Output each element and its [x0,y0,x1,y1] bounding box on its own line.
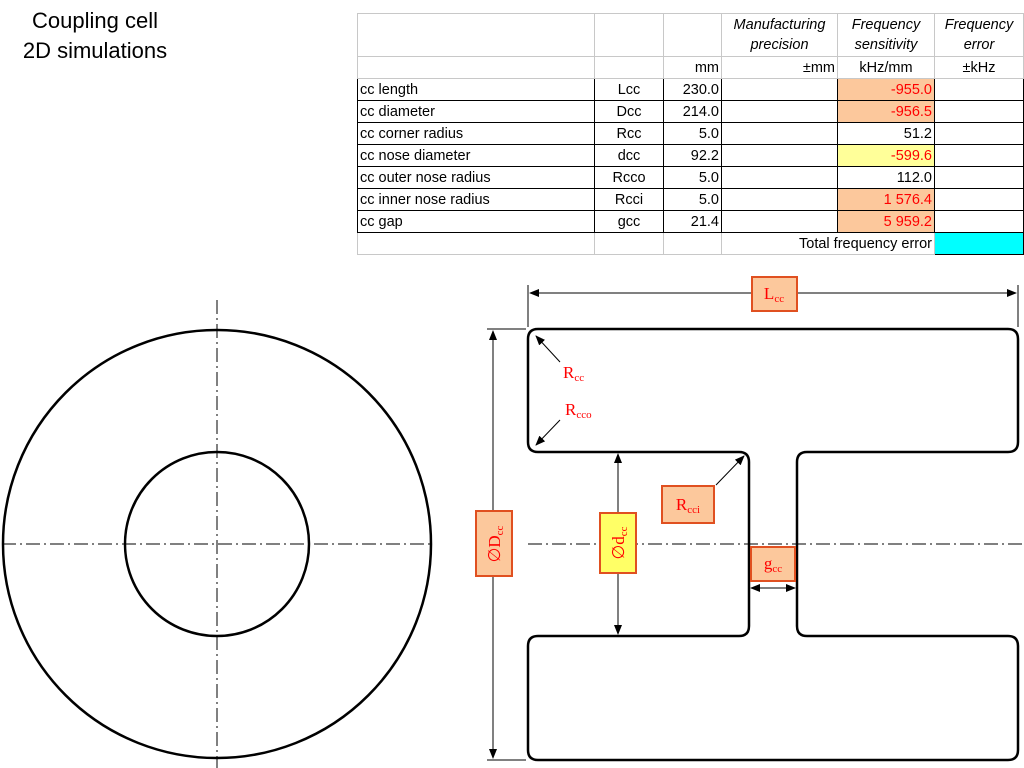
header-sensitivity-line-2: sensitivity [854,37,918,53]
dcc-nose-label: ∅dcc [599,512,637,574]
gcc-label: gcc [750,546,796,582]
row-name: cc length [357,78,595,101]
rcco-leader [535,419,561,446]
gcc-label-text: gcc [764,554,782,575]
unit-value: mm [663,56,722,79]
table-units-row: mm ±mm kHz/mm ±kHz [357,56,1024,79]
header-precision-line-1: Manufacturing [733,17,826,33]
page-title: Coupling cell 2D simulations [0,6,190,66]
header-sensitivity: Frequency sensitivity [837,13,935,57]
header-error-line-1: Frequency [944,17,1014,33]
dcc-outer-label-box [475,510,513,577]
rcci-label: Rcci [661,485,715,524]
total-frequency-error-label: Total frequency error [721,232,935,255]
rcci-label-text: Rcci [676,495,700,516]
title-line-1: Coupling cell [32,8,158,33]
row-sensitivity: 1 576.4 [837,188,935,211]
left-cell-outline [526,327,1020,762]
lcc-label: Lcc [751,276,798,312]
dcc-outer-label-text: ∅Dcc [485,525,506,562]
header-precision-line-2: precision [750,37,809,53]
lcc-label-box [751,276,798,312]
dcc-outer-label: ∅Dcc [475,510,513,577]
unit-sensitivity: kHz/mm [837,56,935,79]
header-empty-name [357,13,595,57]
rcco-label: Rcco [565,400,592,421]
rcci-label-box [661,485,715,524]
title-line-2: 2D simulations [22,38,168,63]
sensitivity-table: Manufacturing precision Frequency sensit… [357,13,1024,255]
header-error: Frequency error [934,13,1024,57]
end-view [1,300,434,768]
dimension-lines [487,285,1019,761]
table-total-row: Total frequency error [357,232,1024,255]
rcci-leader [715,455,745,486]
dcc-nose-label-text: ∅dcc [609,526,630,559]
rcc-label: Rcc [563,363,584,384]
header-sensitivity-line-1: Frequency [851,17,921,33]
header-precision: Manufacturing precision [721,13,838,57]
unit-error: ±kHz [934,56,1024,79]
lcc-label-text: Lcc [764,284,784,305]
upper-cell-outline [538,327,1020,638]
gcc-label-box [750,546,796,582]
row-sensitivity: -955.0 [837,78,935,101]
total-frequency-error-value[interactable] [934,232,1024,255]
row-name: cc diameter [357,100,595,123]
row-sensitivity: 112.0 [837,166,935,189]
row-symbol: Rcci [594,188,664,211]
row-symbol: gcc [594,210,664,233]
header-error-line-2: error [963,37,995,53]
table-header-row: Manufacturing precision Frequency sensit… [357,13,1024,57]
rcc-leader [535,335,561,363]
dcc-nose-label-box [599,512,637,574]
